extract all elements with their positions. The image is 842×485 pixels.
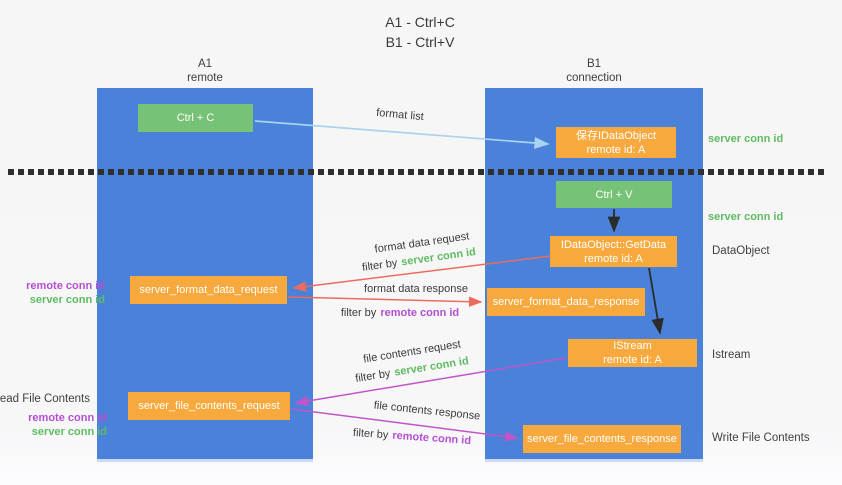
node-save-dataobject: 保存IDataObject remote id: A <box>556 127 676 158</box>
write-file-contents-label: Write File Contents <box>712 432 810 444</box>
save-dataobject-line2: remote id: A <box>586 143 646 156</box>
read-file-contents-label: Read File Contents <box>0 393 90 405</box>
column-a1-subtitle: remote <box>187 72 223 84</box>
remote-conn-id-text: remote conn id <box>380 307 460 319</box>
istream-side-label: Istream <box>712 349 751 361</box>
node-ctrl-c: Ctrl + C <box>138 104 253 132</box>
getdata-line2: remote id: A <box>584 252 643 265</box>
server-conn-id-left-upper: server conn id <box>29 294 105 306</box>
ctrl-v-label: Ctrl + V <box>595 188 633 201</box>
getdata-line1: IDataObject::GetData <box>560 238 667 251</box>
title-line-1: A1 - Ctrl+C <box>385 14 455 30</box>
node-server-format-data-request: server_format_data_request <box>130 276 287 304</box>
filter-by-text: filter by <box>352 426 389 442</box>
filter-by-text: filter by <box>361 257 399 274</box>
diagram-title: A1 - Ctrl+C B1 - Ctrl+V <box>310 12 530 52</box>
session-divider-dotted-line <box>8 169 828 175</box>
file-contents-response-label: file contents response <box>373 399 481 423</box>
node-idataobject-getdata: IDataObject::GetData remote id: A <box>550 236 677 267</box>
column-b1-subtitle: connection <box>566 72 622 84</box>
istream-line1: IStream <box>613 340 652 352</box>
column-a1-title: A1 <box>197 58 213 70</box>
format-data-response-arrow <box>287 296 483 307</box>
server-conn-id-right-mid: server conn id <box>708 211 784 223</box>
istream-line2: remote id: A <box>603 354 662 366</box>
conn-id-left-lower: remote conn id server conn id <box>28 411 107 439</box>
column-header-a1: A1 remote <box>97 57 313 85</box>
node-server-format-data-response: server_format_data_response <box>487 288 645 316</box>
filter-by-text: filter by <box>340 307 377 319</box>
filter-by-text: filter by <box>354 367 392 385</box>
server-conn-id-right-top: server conn id <box>708 133 784 145</box>
node-istream: IStream remote id: A <box>568 339 697 367</box>
column-b1-title: B1 <box>586 58 602 70</box>
node-server-file-contents-request: server_file_contents_request <box>128 392 290 420</box>
remote-conn-id-left-upper: remote conn id <box>26 280 105 292</box>
dataobject-label: DataObject <box>712 245 770 257</box>
save-dataobject-line1: 保存IDataObject <box>575 129 657 142</box>
server-conn-id-left-lower: server conn id <box>31 426 107 438</box>
node-server-file-contents-response: server_file_contents_response <box>523 425 681 453</box>
title-line-2: B1 - Ctrl+V <box>385 34 455 50</box>
format-response-label: server_format_data_response <box>492 296 640 308</box>
column-header-b1: B1 connection <box>485 57 703 85</box>
format-data-response-label: format data response <box>364 283 468 295</box>
file-request-label: server_file_contents_request <box>138 400 280 412</box>
format-request-label: server_format_data_request <box>139 284 278 296</box>
remote-conn-id-text: remote conn id <box>391 429 472 448</box>
ctrl-c-label: Ctrl + C <box>176 112 215 124</box>
remote-conn-id-left-lower: remote conn id <box>28 412 107 424</box>
node-ctrl-v: Ctrl + V <box>556 181 672 208</box>
format-list-label: format list <box>375 106 425 124</box>
file-response-label: server_file_contents_response <box>527 433 677 445</box>
conn-id-left-upper: remote conn id server conn id <box>26 279 105 307</box>
